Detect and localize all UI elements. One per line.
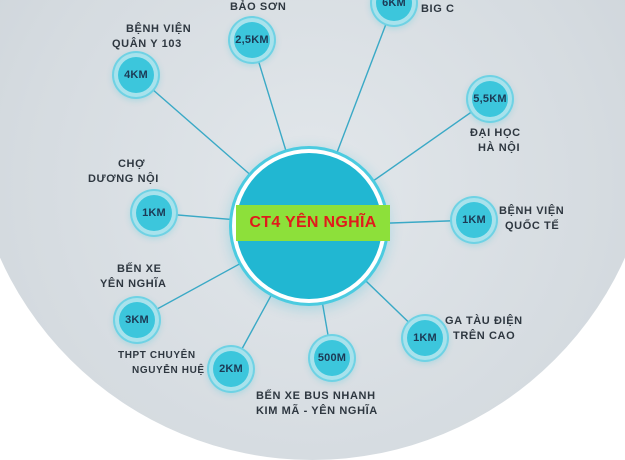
label-line: BẾN XE [117,263,162,275]
node-ben-xe-yen-nghia: 3KM [119,302,155,338]
label-line: DƯƠNG NỘI [88,173,159,185]
label-line: QUỐC TẾ [505,220,560,232]
node-distance: 4KM [124,69,148,81]
node-distance: 5,5KM [473,93,507,105]
node-benh-vien-quoc-te: 1KM [456,202,492,238]
label-line: ĐẠI HỌC [470,127,521,139]
label-benh-vien-quan-y: BỆNH VIỆN QUÂN Y 103 [112,22,191,52]
label-cho-duong-noi: CHỢ DƯƠNG NỘI [88,157,159,187]
label-big-c: BIG C [421,2,455,17]
center-title: CT4 YÊN NGHĨA [249,214,377,231]
label-ga-tau-dien: GA TÀU ĐIỆN TRÊN CAO [445,314,523,344]
label-line: BỆNH VIỆN [499,205,565,217]
label-line: NGUYỄN HUỆ [132,365,205,376]
node-ga-tau-dien: 1KM [407,320,443,356]
label-line: BIG C [421,3,455,15]
node-distance: 1KM [142,207,166,219]
label-line: BỆNH VIỆN [126,23,192,35]
node-distance: 2,5KM [235,34,269,46]
node-dai-hoc-ha-noi: 5,5KM [472,81,508,117]
label-line: GA TÀU ĐIỆN [445,315,523,327]
node-big-c: 6KM [376,0,412,21]
label-bao-son: BẢO SƠN [230,0,286,15]
node-distance: 1KM [413,332,437,344]
label-line: BẾN XE BUS NHANH [256,390,376,402]
node-distance: 500M [317,352,347,364]
node-distance: 1KM [462,214,486,226]
node-benh-vien-quan-y: 4KM [118,57,154,93]
node-distance: 3KM [125,314,149,326]
node-ben-xe-bus-nhanh: 500M [314,340,350,376]
label-ben-xe-yen-nghia: BẾN XE YÊN NGHĨA [100,262,167,292]
node-distance: 6KM [382,0,406,9]
label-dai-hoc-ha-noi: ĐẠI HỌC HÀ NỘI [470,126,521,156]
label-line: CHỢ [118,158,146,170]
node-distance: 2KM [219,363,243,375]
label-line: TRÊN CAO [453,330,516,342]
label-line: THPT CHUYÊN [118,350,196,361]
label-line: YÊN NGHĨA [100,278,167,290]
node-thpt-nguyen-hue: 2KM [213,351,249,387]
center-band: CT4 YÊN NGHĨA [236,205,390,241]
label-line: QUÂN Y 103 [112,38,182,50]
label-benh-vien-quoc-te: BỆNH VIỆN QUỐC TẾ [499,204,564,234]
label-line: HÀ NỘI [478,142,521,154]
label-ben-xe-bus-nhanh: BẾN XE BUS NHANH KIM MÃ - YÊN NGHĨA [256,389,378,419]
label-thpt-nguyen-hue: THPT CHUYÊN NGUYỄN HUỆ [118,348,205,378]
node-bao-son: 2,5KM [234,22,270,58]
label-line: KIM MÃ - YÊN NGHĨA [256,405,378,417]
node-cho-duong-noi: 1KM [136,195,172,231]
label-line: BẢO SƠN [230,1,287,13]
